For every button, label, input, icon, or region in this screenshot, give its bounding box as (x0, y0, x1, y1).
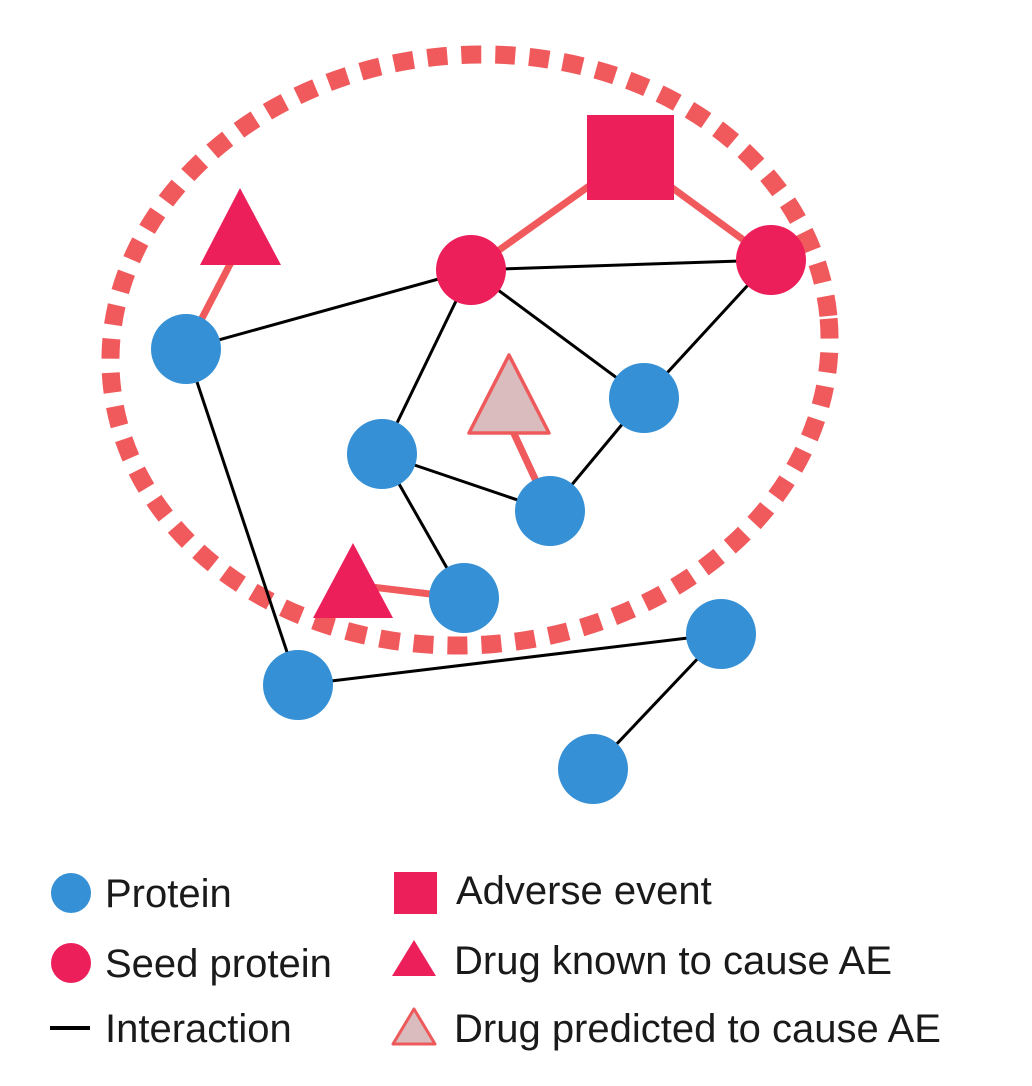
adverse-event-node (587, 115, 674, 200)
interaction-edge (184, 348, 300, 686)
legend-seed-protein-label: Seed protein (105, 942, 332, 986)
interaction-edge (470, 258, 772, 272)
drug-known-node (200, 188, 281, 265)
module-boundary (101, 45, 839, 655)
drug-predicted-node (467, 353, 551, 435)
interaction-edge (297, 632, 722, 687)
interaction-edge (185, 268, 472, 351)
protein-node (263, 650, 333, 720)
seed-protein-node (736, 225, 806, 295)
protein-node (609, 363, 679, 433)
drug-links (182, 154, 774, 602)
seed-protein-node (436, 235, 506, 305)
legend: Protein Seed protein Interaction Adverse… (50, 869, 941, 1051)
drug-known-node (313, 543, 393, 618)
protein-node (347, 419, 417, 489)
legend-seed-protein-marker (51, 943, 91, 983)
legend-drug-known-label: Drug known to cause AE (454, 939, 892, 983)
legend-drug-predicted-label: Drug predicted to cause AE (454, 1007, 941, 1051)
legend-drug-predicted-marker (391, 1007, 437, 1046)
protein-node (151, 314, 221, 384)
legend-protein-label: Protein (105, 872, 232, 916)
protein-node (515, 476, 585, 546)
protein-node (686, 599, 756, 669)
interaction-edge (470, 268, 645, 400)
legend-interaction-label: Interaction (105, 1007, 292, 1051)
legend-drug-known-marker (392, 940, 436, 976)
legend-protein-marker (51, 873, 91, 913)
protein-node (558, 734, 628, 804)
protein-node (429, 563, 499, 633)
legend-adverse-event-label: Adverse event (456, 869, 712, 913)
legend-adverse-event-marker (394, 872, 437, 914)
